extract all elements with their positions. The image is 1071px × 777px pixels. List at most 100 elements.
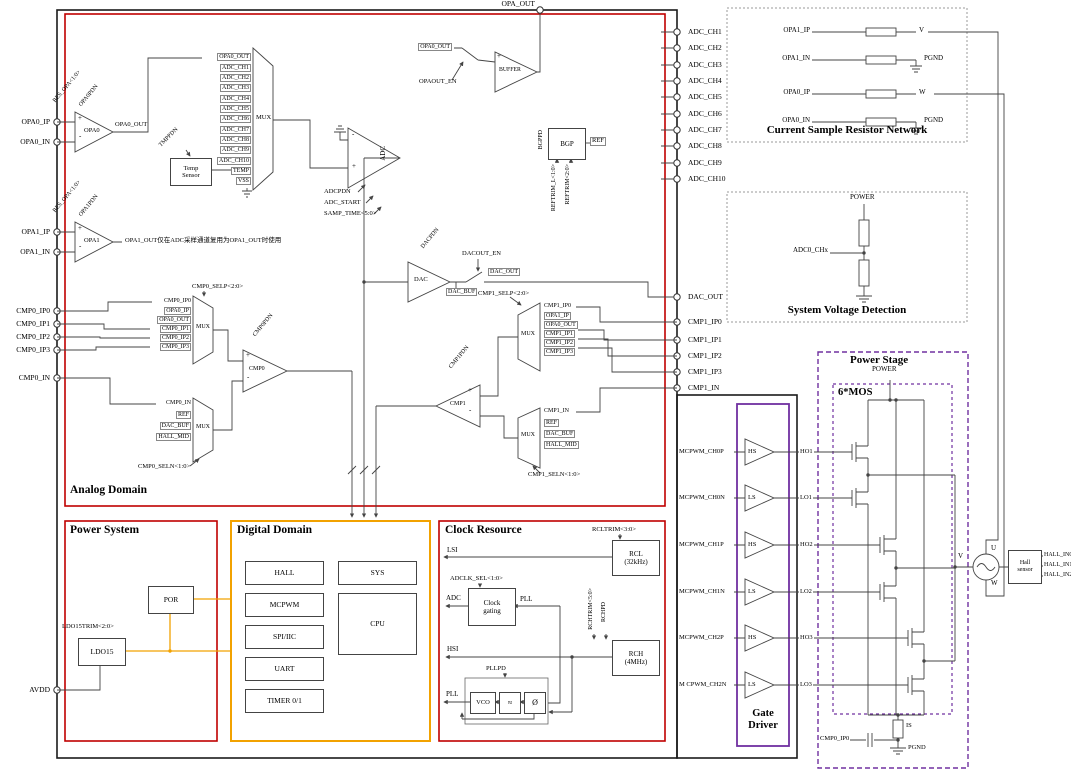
cmp0-seln-label: CMP0_SELN<1:0> [138, 463, 191, 470]
dac-buf-label: DAC_BUF [446, 288, 478, 297]
mcpwm-ch0p-label: MCPWM_CH0P [679, 448, 724, 455]
pin-cmp0-ip0: CMP0_IP0 [16, 306, 50, 315]
cmp0-minus-sign: - [247, 373, 250, 381]
mcpwm-ch2n-label: M CPWM_CH2N [679, 681, 727, 688]
cmp0-n-in0: CMP0_IN [165, 400, 191, 406]
dac-label: DAC [414, 276, 428, 283]
ho2-label: HO2 [799, 541, 814, 549]
pin-adc-ch10: ADC_CH10 [688, 174, 726, 183]
opa1-minus-sign: - [79, 242, 82, 250]
digital-domain-title: Digital Domain [237, 524, 313, 536]
gate-driver-title: Gate Driver [748, 708, 778, 731]
power-rails-orange [124, 598, 231, 653]
hs-amp-4: HS [748, 634, 757, 641]
opa1-out-note: OPA1_OUT仅在ADC采样通道复用为OPA1_OUT时使用 [125, 237, 282, 244]
pin-cmp1-in: CMP1_IN [688, 383, 720, 392]
dacout-en-label: DACOUT_EN [462, 250, 501, 257]
adc-start-label: ADC_START [324, 199, 361, 206]
cmp1-n-in1: REF [544, 419, 560, 428]
adcmux-in-ch3: ADC_CH3 [219, 84, 251, 93]
reftrim-label: REFTRIM<2:0> [565, 164, 571, 205]
rcl-block: RCL (32kHz) [612, 540, 660, 576]
loop-filter-block: ≈ [499, 692, 521, 714]
cmp0-n-in1: REF [175, 411, 191, 420]
6mos-title: 6*MOS [838, 387, 873, 398]
opa1-plus-sign: + [78, 224, 82, 232]
opa0-plus-sign: + [78, 114, 82, 122]
motor-w-label: W [991, 579, 998, 587]
adcmux-in-ch9: ADC_CH9 [219, 146, 251, 155]
cmp0-n-in3: HALL_MID [156, 433, 191, 442]
cmp1-p-in2: OPA0_OUT [544, 321, 578, 330]
samp-time-label: SAMP_TIME<5:0> [324, 210, 377, 217]
pin-adc-ch6: ADC_CH6 [688, 109, 722, 118]
svd-power-label: POWER [850, 193, 875, 201]
adcmux-in-ch7: ADC_CH7 [219, 126, 251, 135]
phase-detector-block: Ø [524, 692, 546, 714]
pin-dac-out: DAC_OUT [688, 292, 723, 301]
cpu-block: CPU [338, 593, 417, 655]
mcpwm-block: MCPWM [245, 593, 324, 617]
csrn-opa0-ip-label: OPA0_IP [783, 88, 810, 96]
adcmux-in-opa0out: OPA0_OUT [217, 53, 251, 62]
cmp0-p-in0: CMP0_IP0 [163, 298, 191, 304]
clock-resource-title: Clock Resource [445, 524, 522, 536]
pin-adc-ch9: ADC_CH9 [688, 158, 722, 167]
adcmux-in-ch4: ADC_CH4 [219, 95, 251, 104]
mcpwm-ch1p-label: MCPWM_CH1P [679, 541, 724, 548]
is-label: IS [906, 722, 912, 729]
cmp0-muxp-label: MUX [196, 324, 211, 330]
svd-adc0-chx-label: ADC0_CHx [792, 246, 828, 254]
cmp1-label: CMP1 [450, 401, 466, 407]
power-system-title: Power System [70, 524, 140, 536]
cmp1-muxn-label: MUX [521, 432, 536, 438]
pin-cmp1-ip1: CMP1_IP1 [688, 335, 722, 344]
buffer-input-label: OPA0_OUT [418, 43, 452, 52]
lsi-label: LSI [447, 546, 458, 554]
adc-mux-label: MUX [256, 114, 272, 121]
cmp1-p-in1: OPA1_IP [544, 312, 571, 321]
pin-opa0-ip: OPA0_IP [21, 117, 50, 126]
hall-in2-label: HALL_IN2 [1044, 572, 1071, 578]
ldo15-trim-label: LDO15TRIM<2:0> [62, 623, 114, 630]
adcpdn-label: ADCPDN [324, 188, 351, 195]
adclk-sel-label: ADCLK_SEL<1:0> [450, 575, 503, 582]
spi-iic-block: SPI/IIC [245, 625, 324, 649]
csrn-pgnd1-label: PGND [924, 54, 944, 62]
csrn-opa1-in-label: OPA1_IN [782, 54, 810, 62]
pin-adc-ch5: ADC_CH5 [688, 92, 722, 101]
pin-adc-ch1: ADC_CH1 [688, 27, 722, 36]
clock-gating-block: Clock gating [468, 588, 516, 626]
adcmux-in-ch6: ADC_CH6 [219, 115, 251, 124]
cmp0-p-in4: CMP0_IP2 [159, 334, 191, 343]
pin-avdd: AVDD [29, 685, 50, 694]
analog-domain-title: Analog Domain [70, 484, 147, 496]
vco-block: VCO [470, 692, 496, 714]
pgnd-label: PGND [908, 744, 926, 751]
pin-adc-ch8: ADC_CH8 [688, 141, 722, 150]
pin-cmp0-ip3: CMP0_IP3 [16, 345, 50, 354]
power-stage-title: Power Stage [850, 354, 909, 366]
pin-adc-ch7: ADC_CH7 [688, 125, 722, 134]
csrn-w-label: W [919, 88, 926, 96]
ldo15-block: LDO15 [78, 638, 126, 666]
hs-amp-2: HS [748, 541, 757, 548]
pin-adc-ch3: ADC_CH3 [688, 60, 722, 69]
hsi-label: HSI [447, 645, 459, 653]
pin-opa-out: OPA_OUT [501, 0, 535, 8]
mcpwm-ch2p-label: MCPWM_CH2P [679, 634, 724, 641]
mcpwm-ch1n-label: MCPWM_CH1N [679, 588, 725, 595]
pin-adc-ch2: ADC_CH2 [688, 43, 722, 52]
cmp0-p-in5: CMP0_IP3 [159, 343, 191, 352]
cmp0-p-in3: CMP0_IP1 [159, 325, 191, 334]
bgp-block: BGP [548, 128, 586, 160]
cmp0-ip0-sense-label: CMP0_IP0 [820, 735, 850, 742]
por-block: POR [148, 586, 194, 614]
pin-opa1-ip: OPA1_IP [21, 227, 50, 236]
adcmux-in-ch5: ADC_CH5 [219, 105, 251, 114]
cmp1-p-in5: CMP1_IP3 [544, 348, 576, 357]
adc-minus-sign: - [352, 130, 355, 138]
cmp1-n-in3: HALL_MID [544, 441, 579, 450]
csrn-pgnd2-label: PGND [924, 116, 944, 124]
cmp0-label: CMP0 [249, 366, 265, 372]
